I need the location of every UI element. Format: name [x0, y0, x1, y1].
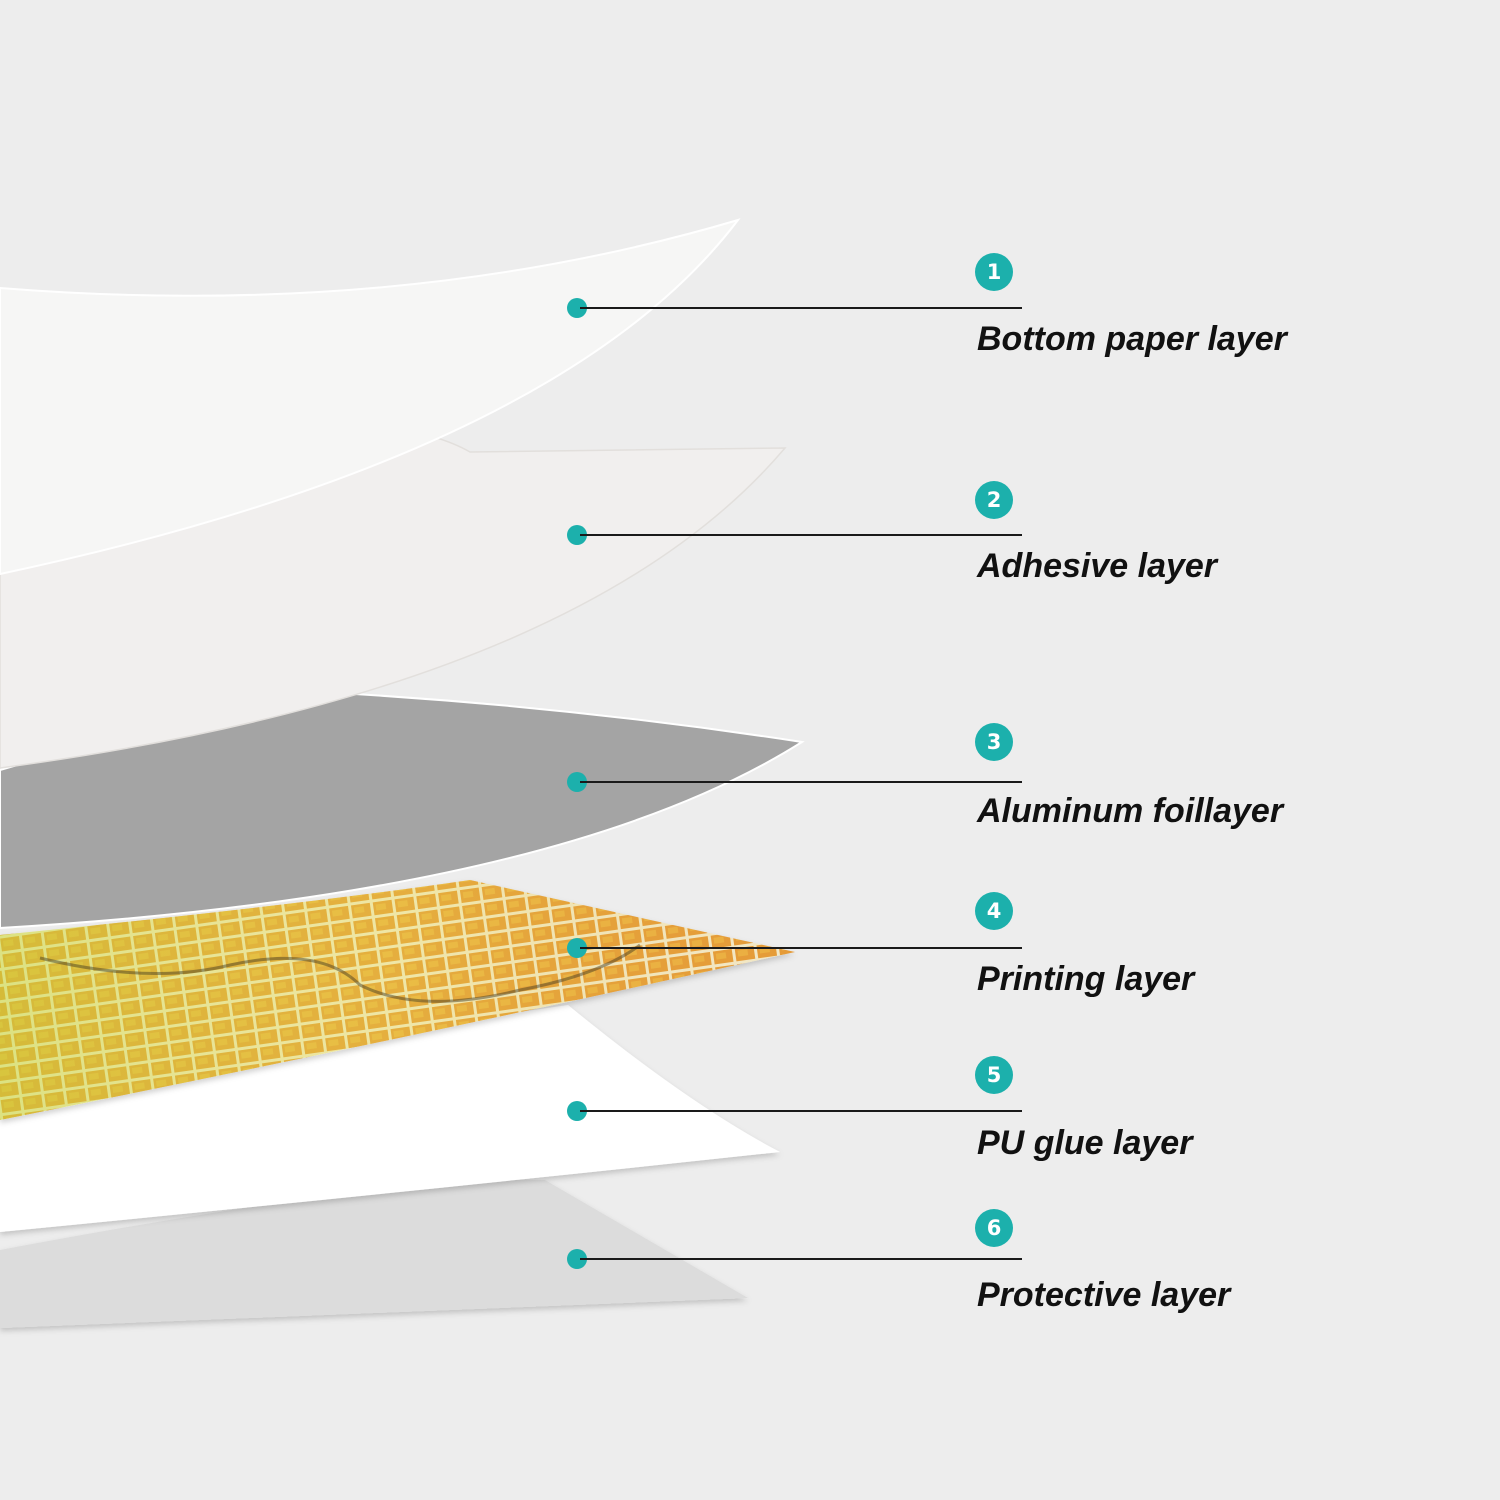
layer-marker-dot: [567, 772, 587, 792]
layer-number-badge: 1: [975, 253, 1013, 291]
callout-3: 3 Aluminum foillayer: [0, 723, 1500, 830]
layer-marker-dot: [567, 525, 587, 545]
leader-line: [580, 781, 1022, 783]
layer-label: Printing layer: [977, 960, 1195, 998]
leader-line: [580, 947, 1022, 949]
callout-1: 1 Bottom paper layer: [0, 253, 1500, 358]
layer-marker-dot: [567, 938, 587, 958]
bottom-paper-sheet: [0, 218, 741, 576]
leader-line: [580, 307, 1022, 309]
layer-number-badge: 5: [975, 1056, 1013, 1094]
layer-number-badge: 2: [975, 481, 1013, 519]
layer-marker-dot: [567, 1101, 587, 1121]
layer-marker-dot: [567, 1249, 587, 1269]
layer-label: Bottom paper layer: [977, 320, 1287, 358]
printing-sheet: [0, 880, 795, 1120]
leader-line: [580, 534, 1022, 536]
protective-sheet: [0, 1179, 748, 1328]
layer-number-badge: 3: [975, 723, 1013, 761]
layer-label: Protective layer: [977, 1276, 1231, 1314]
layer-label: Aluminum foillayer: [977, 792, 1284, 830]
layer-marker-dot: [567, 298, 587, 318]
layer-number-badge: 6: [975, 1209, 1013, 1247]
leader-line: [580, 1110, 1022, 1112]
layer-label: Adhesive layer: [977, 547, 1218, 585]
callout-5: 5 PU glue layer: [0, 1056, 1500, 1162]
pu-glue-sheet: [0, 1005, 780, 1232]
layer-label: PU glue layer: [977, 1124, 1193, 1162]
callout-4: 4 Printing layer: [0, 892, 1500, 998]
layer-number-badge: 4: [975, 892, 1013, 930]
leader-line: [580, 1258, 1022, 1260]
callout-2: 2 Adhesive layer: [0, 481, 1500, 585]
callout-6: 6 Protective layer: [0, 1209, 1500, 1314]
